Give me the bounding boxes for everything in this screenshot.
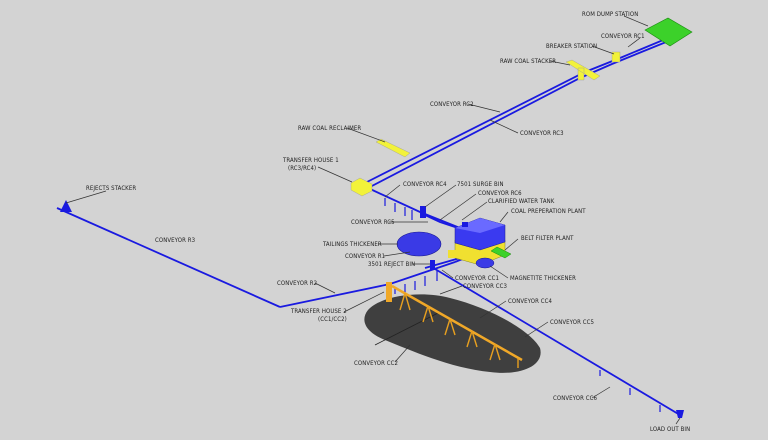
label-conveyor-r1: CONVEYOR R1 (345, 253, 385, 260)
label-conveyor-cc5: CONVEYOR CC5 (550, 319, 594, 326)
label-clarified-water-tank: CLARIFIED WATER TANK (488, 198, 555, 205)
label-conveyor-rc3: CONVEYOR RC3 (520, 130, 564, 137)
label-conveyor-rc4: CONVEYOR RC4 (403, 181, 447, 188)
label-raw-coal-stacker: RAW COAL STACKER (500, 58, 556, 65)
label-conveyor-cc4: CONVEYOR CC4 (508, 298, 552, 305)
conveyor-cc2-stacker (386, 282, 523, 368)
label-conveyor-cc1: CONVEYOR CC1 (455, 275, 499, 282)
label-load-out-bin: LOAD OUT BIN (650, 426, 690, 433)
tailings-thickener (396, 231, 442, 257)
conveyor-supports (384, 198, 661, 412)
label-rejects-stacker: REJECTS STACKER (86, 185, 136, 192)
label-breaker-station: BREAKER STATION (546, 43, 597, 50)
label-transfer-house-2-sub: (CC1/CC2) (318, 316, 347, 323)
label-rom-dump-station: ROM DUMP STATION (582, 11, 638, 18)
label-conveyor-cc2: CONVEYOR CC2 (354, 360, 398, 367)
label-conveyor-rc2: CONVEYOR RC2 (430, 101, 474, 108)
coal-preparation-plant (448, 217, 506, 266)
label-conveyor-rc6: CONVEYOR RC6 (478, 190, 522, 197)
coal-stockpile (364, 294, 541, 373)
leader-lines (65, 15, 681, 425)
breaker-station (611, 51, 621, 63)
raw-coal-reclaimer (375, 138, 411, 158)
raw-coal-stacker (565, 59, 601, 81)
label-conveyor-r3: CONVEYOR R3 (155, 237, 195, 244)
magnetite-thickener (475, 257, 495, 269)
transfer-house-1 (350, 177, 373, 197)
label-conveyor-rc1: CONVEYOR RC1 (601, 33, 645, 40)
label-magnetite-thickener: MAGNETITE THICKENER (510, 275, 576, 282)
label-transfer-house-2: TRANSFER HOUSE 2 (290, 308, 347, 315)
load-out-bin (676, 410, 684, 418)
label-conveyor-cc3: CONVEYOR CC3 (463, 283, 507, 290)
rejects-stacker (60, 200, 72, 212)
label-transfer-house-1: TRANSFER HOUSE 1 (282, 157, 339, 164)
label-transfer-house-1-sub: (RC3/RC4) (288, 165, 316, 172)
label-coal-preparation-plant: COAL PREPERATION PLANT (511, 208, 586, 215)
label-raw-coal-reclaimer: RAW COAL RECLAIMER (298, 125, 361, 132)
rom-dump-station (644, 17, 693, 47)
label-tailings-thickener: TAILINGS THICKENER (322, 241, 382, 248)
label-reject-bin: 3501 REJECT BIN (368, 261, 415, 268)
conveyor-cc2-line (374, 311, 441, 346)
label-conveyor-cc6: CONVEYOR CC6 (553, 395, 597, 402)
label-conveyor-r2: CONVEYOR R2 (277, 280, 317, 287)
label-conveyor-rc5: CONVEYOR RC5 (351, 219, 395, 226)
belt-filter-plant (490, 246, 512, 259)
labels: ROM DUMP STATION CONVEYOR RC1 BREAKER ST… (86, 11, 690, 433)
clarified-water-tank (462, 222, 468, 227)
label-belt-filter-plant: BELT FILTER PLANT (521, 235, 574, 242)
label-surge-bin: 7501 SURGE BIN (457, 181, 504, 188)
